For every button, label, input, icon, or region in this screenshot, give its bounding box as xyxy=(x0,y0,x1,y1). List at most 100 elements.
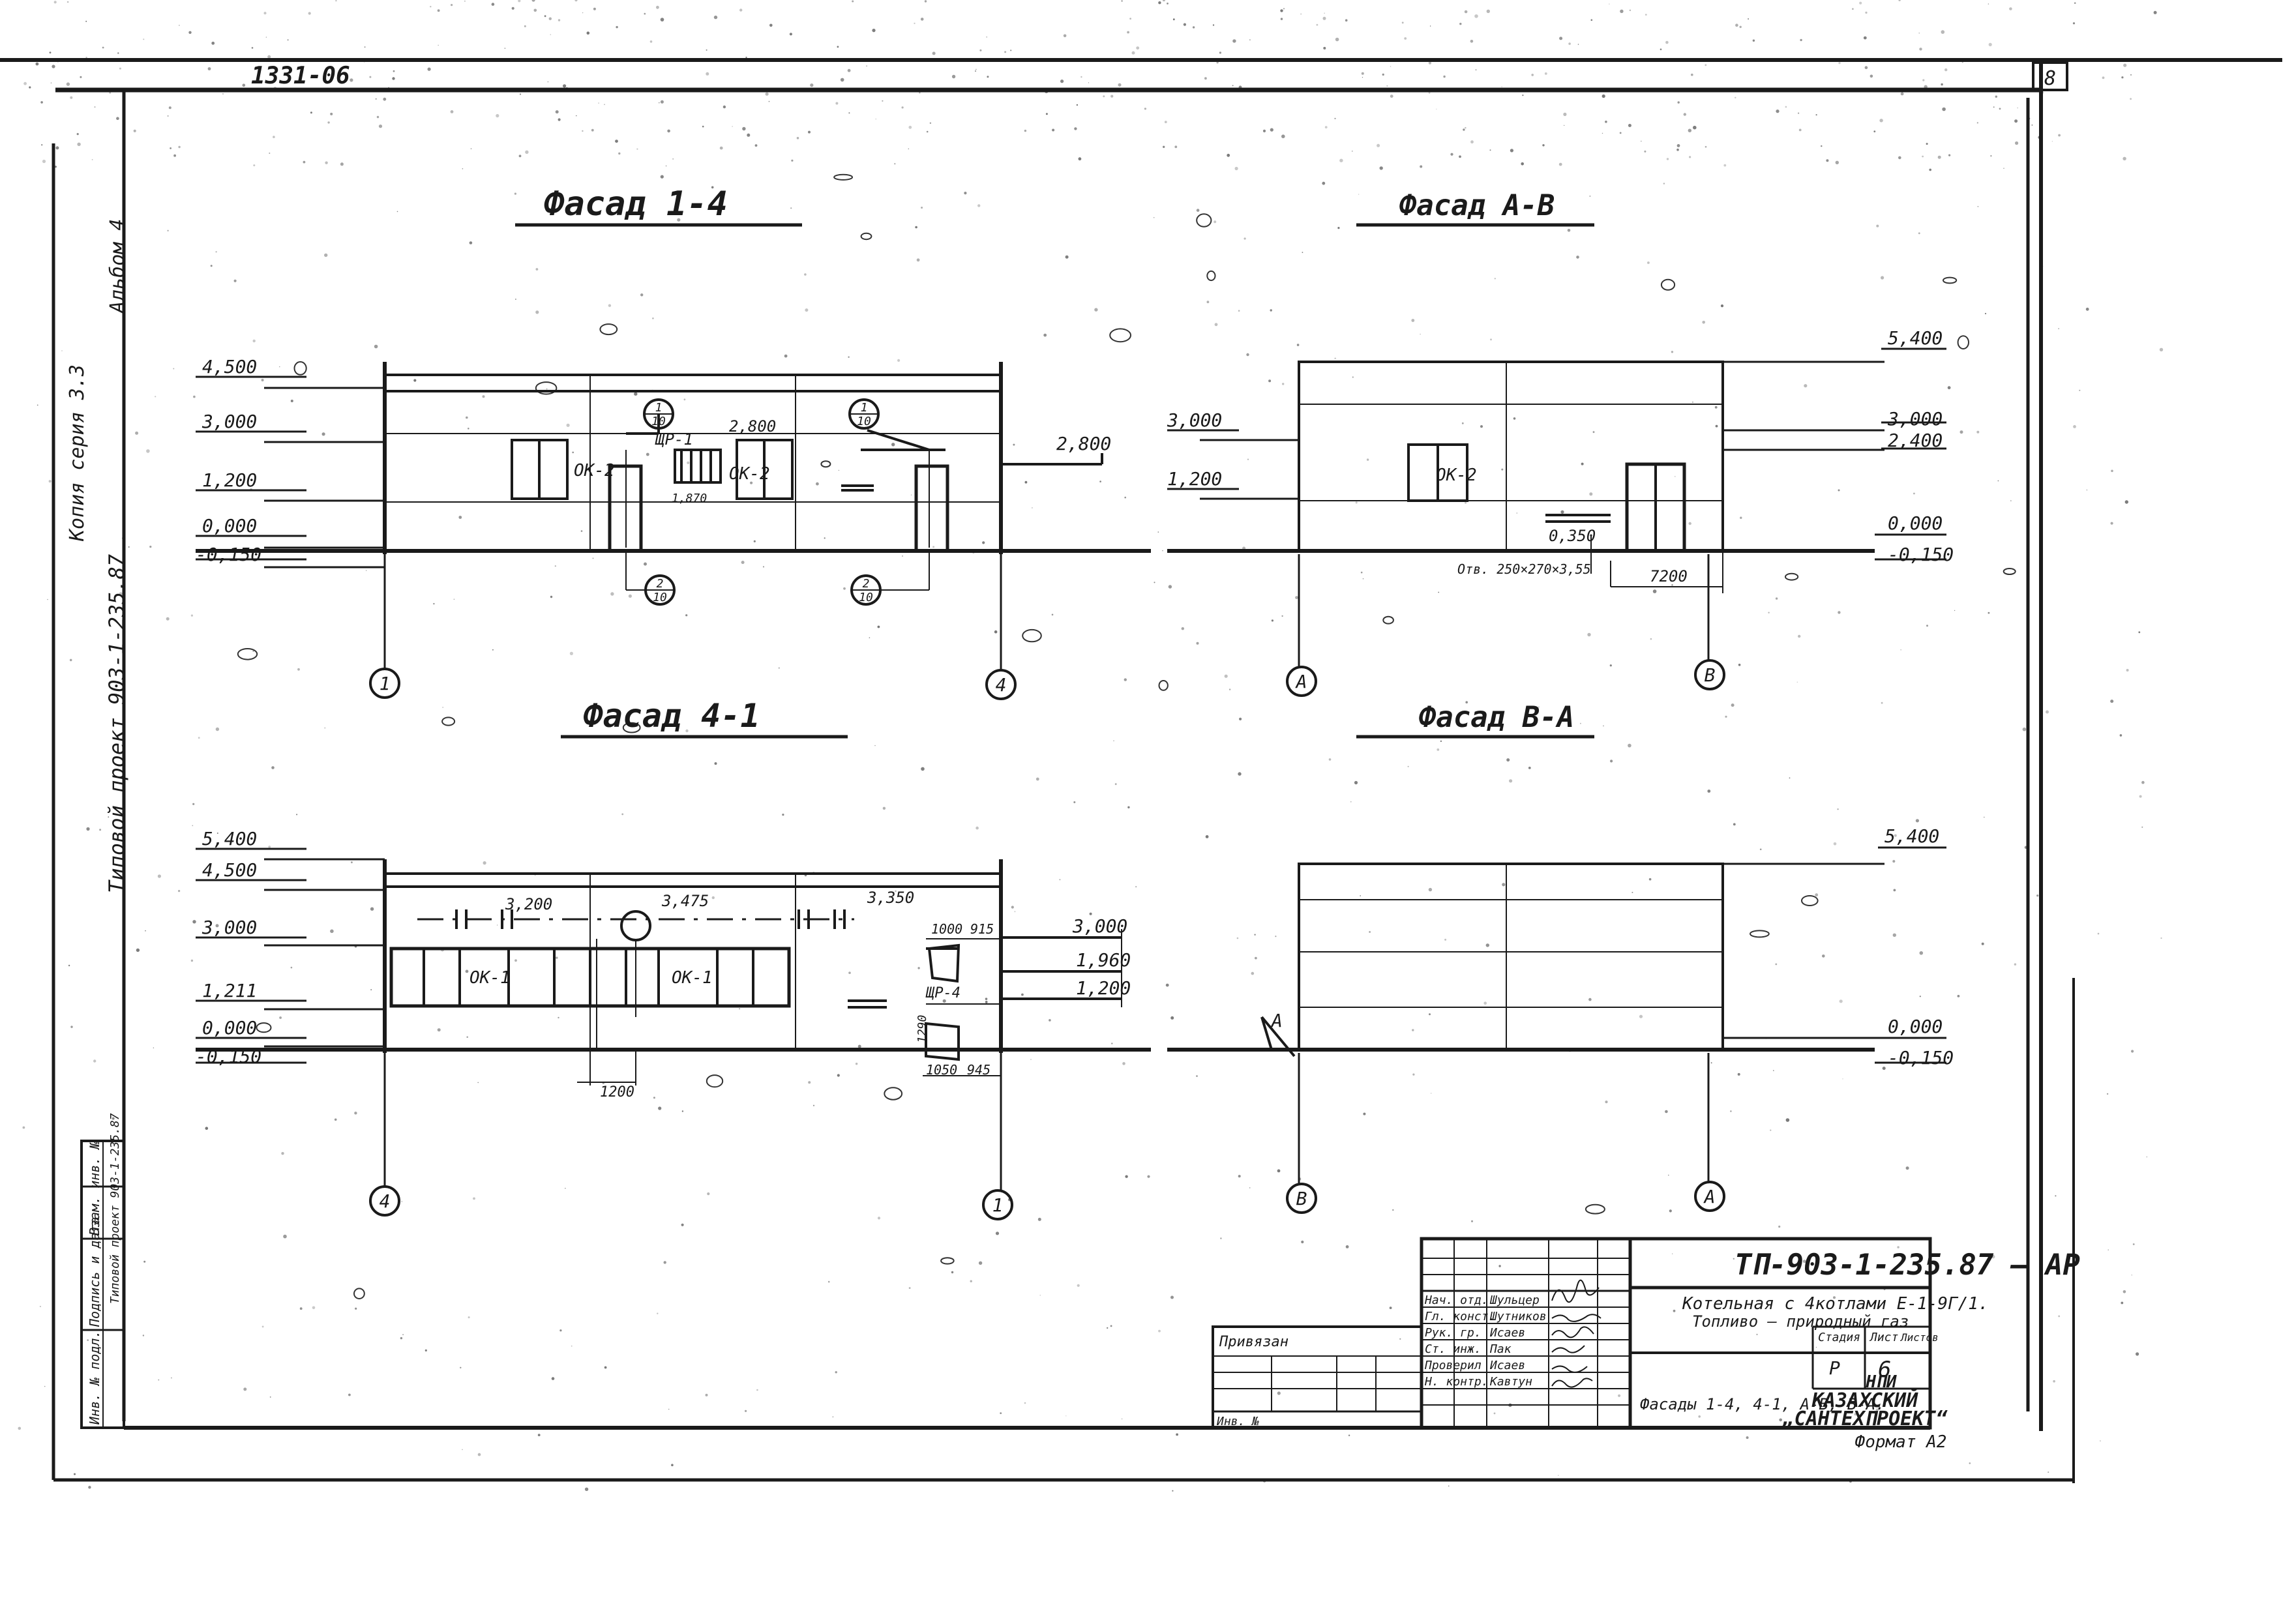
scan-speck xyxy=(1502,883,1506,887)
scan-speck xyxy=(1355,501,1358,504)
scan-speck xyxy=(2074,2,2076,4)
side-label-album: Альбом 4 xyxy=(106,219,129,315)
scan-speck xyxy=(1723,164,1727,167)
scan-speck xyxy=(1493,1412,1496,1415)
scan-speck xyxy=(869,637,871,638)
scan-speck xyxy=(1898,156,1901,160)
scan-speck xyxy=(41,144,43,146)
scan-speck xyxy=(267,55,271,59)
scan-speck xyxy=(99,829,102,831)
scan-speck xyxy=(61,350,63,351)
scan-speck xyxy=(1157,531,1159,533)
scan-speck xyxy=(55,146,59,150)
scan-speck xyxy=(608,304,612,307)
scan-speck xyxy=(396,211,398,213)
scan-speck xyxy=(1835,160,1839,164)
scan-speck xyxy=(1796,681,1798,683)
scan-speck xyxy=(926,130,929,133)
scan-speck xyxy=(1568,42,1571,45)
org-name: НПИ xyxy=(1866,1372,1897,1392)
scan-speck xyxy=(616,25,618,29)
scan-speck xyxy=(1348,1434,1350,1436)
scan-speck xyxy=(660,18,664,22)
scan-speck xyxy=(312,1306,316,1310)
scan-speck xyxy=(35,62,39,66)
elevation-mark: 3,350 xyxy=(867,889,914,907)
scan-speck xyxy=(393,70,395,72)
axis-label: 1 xyxy=(380,673,391,694)
callout-sheet: 10 xyxy=(651,415,666,428)
scan-blot xyxy=(1382,615,1394,625)
scan-speck xyxy=(252,650,254,652)
scan-speck xyxy=(1567,229,1571,232)
scan-speck xyxy=(660,175,664,179)
scan-speck xyxy=(882,806,886,810)
scan-speck xyxy=(1705,64,1707,66)
scan-speck xyxy=(1088,82,1090,83)
scan-speck xyxy=(430,6,432,8)
scan-speck xyxy=(524,25,526,27)
scan-speck xyxy=(525,150,529,154)
scan-speck xyxy=(374,344,378,349)
scan-speck xyxy=(1316,23,1318,26)
scan-speck xyxy=(810,83,814,87)
scan-speck xyxy=(269,153,271,154)
facade-4-1-title: Фасад 4-1 xyxy=(584,697,760,735)
scan-speck xyxy=(976,826,979,830)
scan-speck xyxy=(644,562,647,566)
scan-speck xyxy=(2046,710,2049,714)
scan-speck xyxy=(324,727,326,729)
scan-speck xyxy=(667,129,670,133)
scan-speck xyxy=(166,617,170,621)
panel-mark: ЩР-1 xyxy=(655,430,693,449)
scan-speck xyxy=(296,814,298,816)
scan-speck xyxy=(1219,52,1221,54)
scan-speck xyxy=(576,115,577,117)
scan-speck xyxy=(112,1283,115,1286)
scan-speck xyxy=(719,146,723,150)
scan-speck xyxy=(1676,148,1679,151)
scan-speck xyxy=(290,400,293,402)
scan-speck xyxy=(593,7,596,10)
scan-speck xyxy=(1352,376,1354,378)
scan-speck xyxy=(1334,117,1336,119)
scan-speck xyxy=(1645,14,1647,16)
level-mark: 1,200 xyxy=(202,469,257,491)
scan-speck xyxy=(1360,895,1362,896)
scan-speck xyxy=(894,163,896,165)
callout-number: 1 xyxy=(861,401,868,415)
scan-speck xyxy=(1118,83,1122,87)
scan-speck xyxy=(995,1232,1000,1235)
scan-speck xyxy=(1428,61,1431,65)
scan-speck xyxy=(514,959,517,962)
scan-speck xyxy=(1838,489,1840,492)
scan-speck xyxy=(146,449,150,453)
scan-speck xyxy=(68,964,70,967)
scan-speck xyxy=(252,339,256,343)
scan-speck xyxy=(1993,106,1995,108)
scan-speck xyxy=(1080,76,1082,78)
scan-speck xyxy=(804,273,807,276)
scan-speck xyxy=(1838,611,1841,614)
scan-speck xyxy=(672,158,674,160)
scan-speck xyxy=(1065,1415,1067,1417)
scan-speck xyxy=(518,155,522,158)
scan-speck xyxy=(1337,227,1340,229)
scan-speck xyxy=(1089,912,1092,915)
scan-speck xyxy=(1775,963,1778,966)
scan-speck xyxy=(1981,942,1984,945)
scan-speck xyxy=(1671,584,1673,586)
scan-speck xyxy=(167,115,169,117)
scan-speck xyxy=(714,762,717,765)
scan-speck xyxy=(556,956,558,959)
window-label: ОК-1 xyxy=(469,968,511,988)
scan-speck xyxy=(40,101,43,104)
scan-speck xyxy=(243,1387,247,1391)
signature-role: Нач. отд. xyxy=(1424,1293,1489,1307)
scan-speck xyxy=(848,356,850,358)
scan-speck xyxy=(1881,701,1883,704)
scan-speck xyxy=(929,122,932,124)
scan-speck xyxy=(582,130,584,132)
window-label: ОК-2 xyxy=(574,461,615,480)
scan-speck xyxy=(1443,75,1446,78)
